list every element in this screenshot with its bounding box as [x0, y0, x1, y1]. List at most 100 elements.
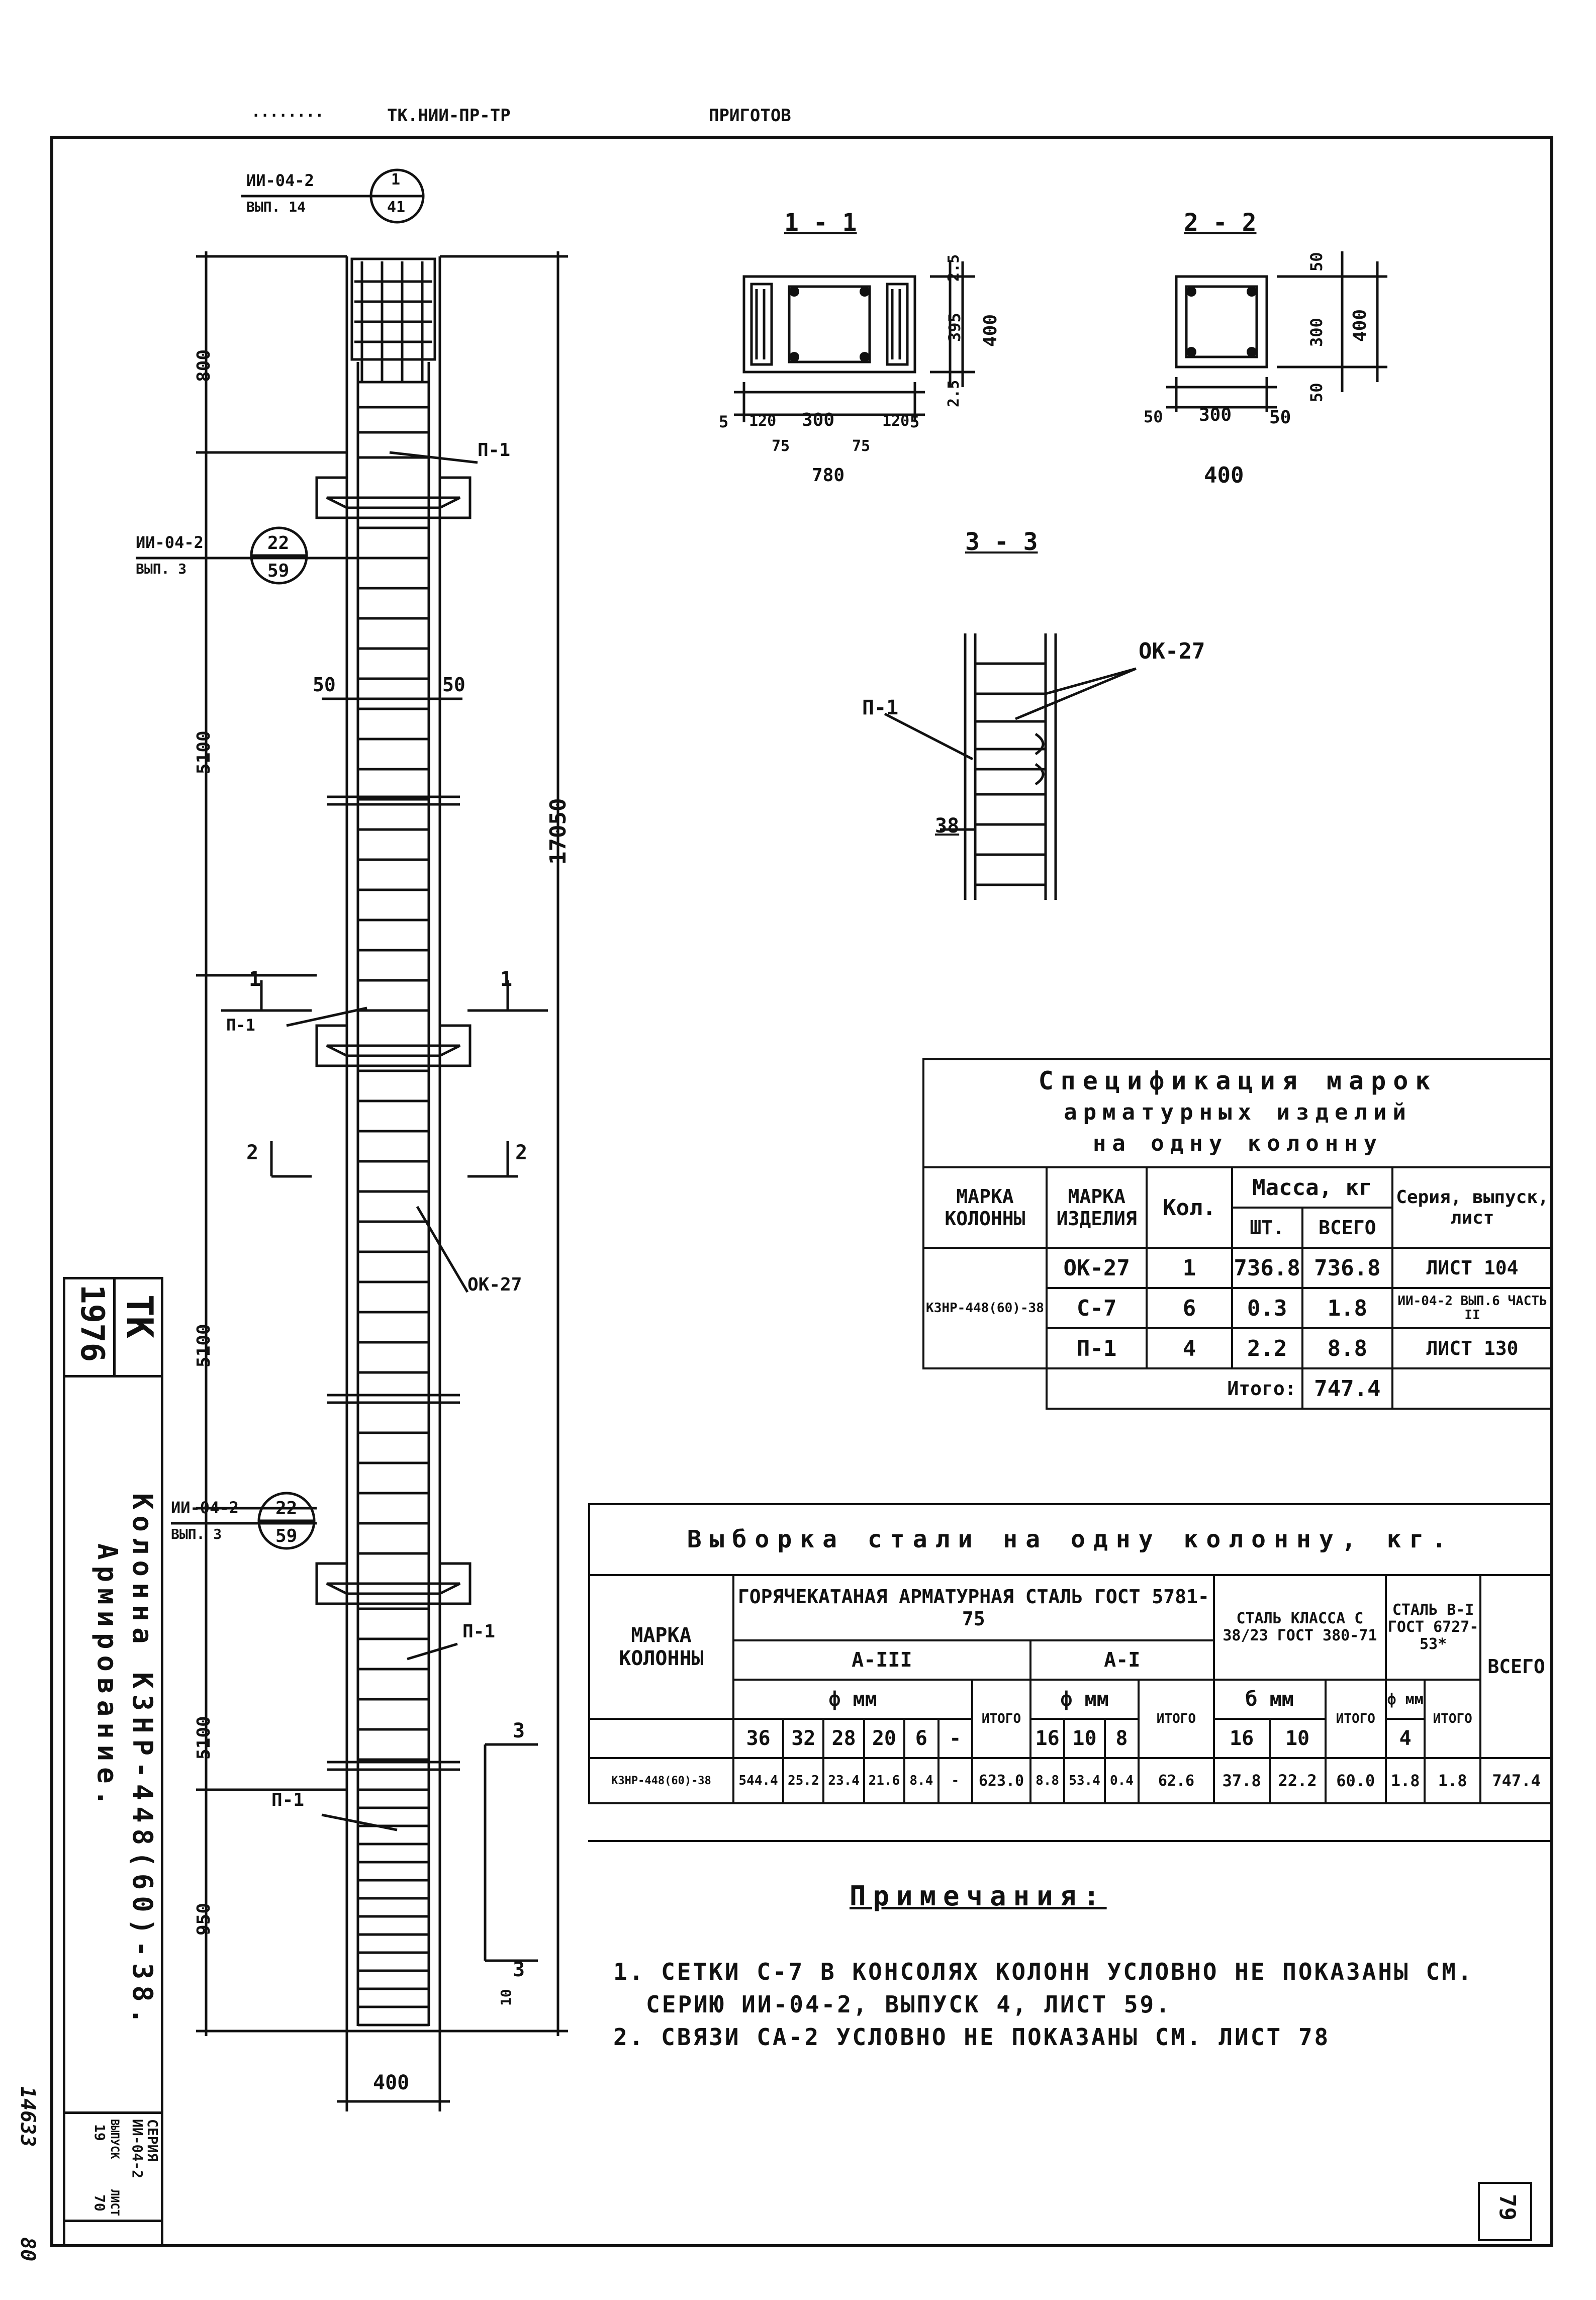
- ref-bot-series: ИИ-04-2: [171, 1498, 239, 1517]
- spec-row2-unit: 0.3: [1231, 1287, 1303, 1329]
- steel-d-a3-36: 36: [732, 1718, 785, 1759]
- steel-h-vsego: ВСЕГО: [1479, 1574, 1553, 1759]
- spec-row2-total: 1.8: [1301, 1287, 1394, 1329]
- dim-50-left: 50: [313, 674, 336, 696]
- s11-dim-75b: 75: [852, 437, 871, 455]
- s11-dim-120b: 120: [882, 412, 910, 430]
- s33-label-ok27: ОК-27: [1139, 638, 1205, 664]
- steel-table-bottom-rule: [588, 1840, 1553, 1842]
- spec-row3-unit: 2.2: [1231, 1327, 1303, 1369]
- spec-title-line1: Спецификация марок: [1038, 1066, 1438, 1095]
- stamp-year: 1976: [73, 1284, 111, 1362]
- stamp-name-box: Колонна КЗНР-448(60)-38. Армирование.: [63, 1377, 163, 2222]
- ref-bot-sheet: 59: [275, 1526, 298, 1546]
- spec-row1-item: ОК-27: [1045, 1247, 1148, 1289]
- section-1-1-title: 1 - 1: [784, 209, 857, 237]
- page-number-box: 79: [1478, 2182, 1532, 2241]
- dim-17050: 17050: [545, 798, 571, 865]
- steel-row-a3-3: 21.6: [863, 1757, 906, 1804]
- dim-5100-b: 5100: [194, 1324, 214, 1367]
- spec-row3-qty: 4: [1146, 1327, 1233, 1369]
- notes-line-2: СЕРИЮ ИИ-04-2, ВЫПУСК 4, ЛИСТ 59.: [646, 1991, 1172, 2018]
- section-3-3-title: 3 - 3: [965, 528, 1038, 556]
- cut-2-right: 2: [515, 1141, 528, 1164]
- spec-column-mark: КЗНР-448(60)-38: [922, 1247, 1048, 1369]
- steel-d-a1-16: 16: [1029, 1718, 1066, 1759]
- steel-row-a1-1: 53.4: [1063, 1757, 1106, 1804]
- cut-3-bottom: 3: [513, 1958, 525, 1981]
- spec-total-value: 747.4: [1301, 1367, 1394, 1410]
- steel-table: МАРКА КОЛОННЫ ГОРЯЧЕКАТАНАЯ АРМАТУРНАЯ С…: [588, 1574, 1553, 1804]
- handwritten-number: 14633: [16, 2086, 39, 2147]
- stamp-sheet-value: 70: [91, 2194, 108, 2212]
- page-corner-number: 80: [16, 2237, 39, 2262]
- spec-row2-item: С-7: [1045, 1287, 1148, 1329]
- cut-1-left: 1: [249, 968, 261, 991]
- spec-table: МАРКА КОЛОННЫ МАРКА ИЗДЕЛИЯ Кол. Масса, …: [922, 1166, 1553, 1410]
- stamp-series-value: ИИ-04-2: [129, 2119, 146, 2179]
- ref-top-sheet: 41: [387, 199, 406, 216]
- steel-h-a1-itogo: ИТОГО: [1138, 1679, 1215, 1759]
- steel-h-c38-delta: б мм: [1212, 1679, 1327, 1720]
- ref-bot-issue: ВЫП. 3: [171, 1526, 222, 1542]
- s11-dim-400: 400: [980, 314, 1001, 347]
- steel-h-mark: МАРКА КОЛОННЫ: [588, 1574, 734, 1720]
- s11-dim-120a: 120: [749, 412, 777, 430]
- spec-row2-qty: 6: [1146, 1287, 1233, 1329]
- spec-title-line2: арматурных изделий: [1064, 1099, 1412, 1125]
- cut-3-top: 3: [513, 1719, 525, 1742]
- spec-row1-unit: 736.8: [1231, 1247, 1303, 1289]
- steel-h-b1: СТАЛЬ В-I ГОСТ 6727-53*: [1385, 1574, 1482, 1681]
- steel-row-c38-total: 60.0: [1324, 1757, 1387, 1804]
- spec-row1-series: ЛИСТ 104: [1391, 1247, 1553, 1289]
- steel-h-a3-itogo: ИТОГО: [971, 1679, 1031, 1759]
- spec-h-qty: Кол.: [1146, 1166, 1233, 1249]
- steel-row-mark: КЗНР-448(60)-38: [588, 1757, 734, 1804]
- steel-h-a1: А-I: [1029, 1639, 1215, 1681]
- notes-line-3: 2. СВЯЗИ СА-2 УСЛОВНО НЕ ПОКАЗАНЫ СМ. ЛИ…: [613, 2023, 1331, 2051]
- steel-d-c38-10: 10: [1268, 1718, 1327, 1759]
- stamp-tk-box: ТК 1976: [63, 1277, 163, 1377]
- stamp-issue-label: ВЫПУСК: [108, 2119, 121, 2159]
- stamp-name-line1: Колонна КЗНР-448(60)-38.: [127, 1493, 158, 2031]
- steel-h-a1-phi: ф мм: [1029, 1679, 1140, 1720]
- steel-row-c38-0: 37.8: [1212, 1757, 1271, 1804]
- steel-h-c38: СТАЛЬ КЛАССА С 38/23 ГОСТ 380-71: [1212, 1574, 1387, 1681]
- ref-top-series: ИИ-04-2: [246, 171, 314, 190]
- steel-h-hot-rolled: ГОРЯЧЕКАТАНАЯ АРМАТУРНАЯ СТАЛЬ ГОСТ 5781…: [732, 1574, 1215, 1641]
- stamp-issue-value: 19: [91, 2124, 108, 2141]
- steel-d-a3-20: 20: [863, 1718, 906, 1759]
- dim-50-right: 50: [442, 674, 465, 696]
- steel-d-a3-6: 6: [903, 1718, 940, 1759]
- dim-400-bottom: 400: [373, 2071, 410, 2094]
- stamp-tk: ТК: [119, 1295, 161, 1338]
- s33-label-38: 38: [935, 814, 960, 838]
- section-1-1-drawing: [734, 261, 975, 422]
- steel-h-b1-itogo: ИТОГО: [1424, 1679, 1482, 1759]
- ref-bot-num: 22: [275, 1498, 298, 1519]
- s22-dim-300-right: 300: [1307, 318, 1326, 347]
- dim-5100-c: 5100: [194, 1716, 214, 1760]
- steel-d-a3-28: 28: [822, 1718, 865, 1759]
- header-strip-right-text: ПРИГОТОВ: [709, 106, 791, 126]
- s11-dim-395: 395: [945, 313, 964, 342]
- stamp-sheet-label: ЛИСТ: [108, 2189, 121, 2216]
- steel-row-a1-0: 8.8: [1029, 1757, 1066, 1804]
- steel-h-a3: А-III: [732, 1639, 1031, 1681]
- spec-row1-qty: 1: [1146, 1247, 1233, 1289]
- steel-row-a1-2: 0.4: [1103, 1757, 1140, 1804]
- header-strip-text: ТК.НИИ-ПР-ТР: [387, 106, 511, 126]
- spec-table-title-box: Спецификация марок арматурных изделий на…: [922, 1058, 1553, 1169]
- s11-dim-780: 780: [812, 465, 845, 486]
- spec-h-item-mark: МАРКА ИЗДЕЛИЯ: [1045, 1166, 1148, 1249]
- spec-row2-series: ИИ-04-2 ВЫП.6 ЧАСТЬ II: [1391, 1287, 1553, 1329]
- s11-dim-2-5-bot: 2.5: [945, 380, 963, 407]
- label-p1-bottom: П-1: [271, 1790, 305, 1810]
- spec-h-mass: Масса, кг: [1231, 1166, 1394, 1209]
- steel-h-a3-phi: ф мм: [732, 1679, 974, 1720]
- section-3-3-drawing: [884, 633, 1137, 900]
- label-p1-low: П-1: [462, 1621, 496, 1642]
- label-ok27: ОК-27: [467, 1274, 522, 1295]
- steel-row-total: 747.4: [1479, 1757, 1553, 1804]
